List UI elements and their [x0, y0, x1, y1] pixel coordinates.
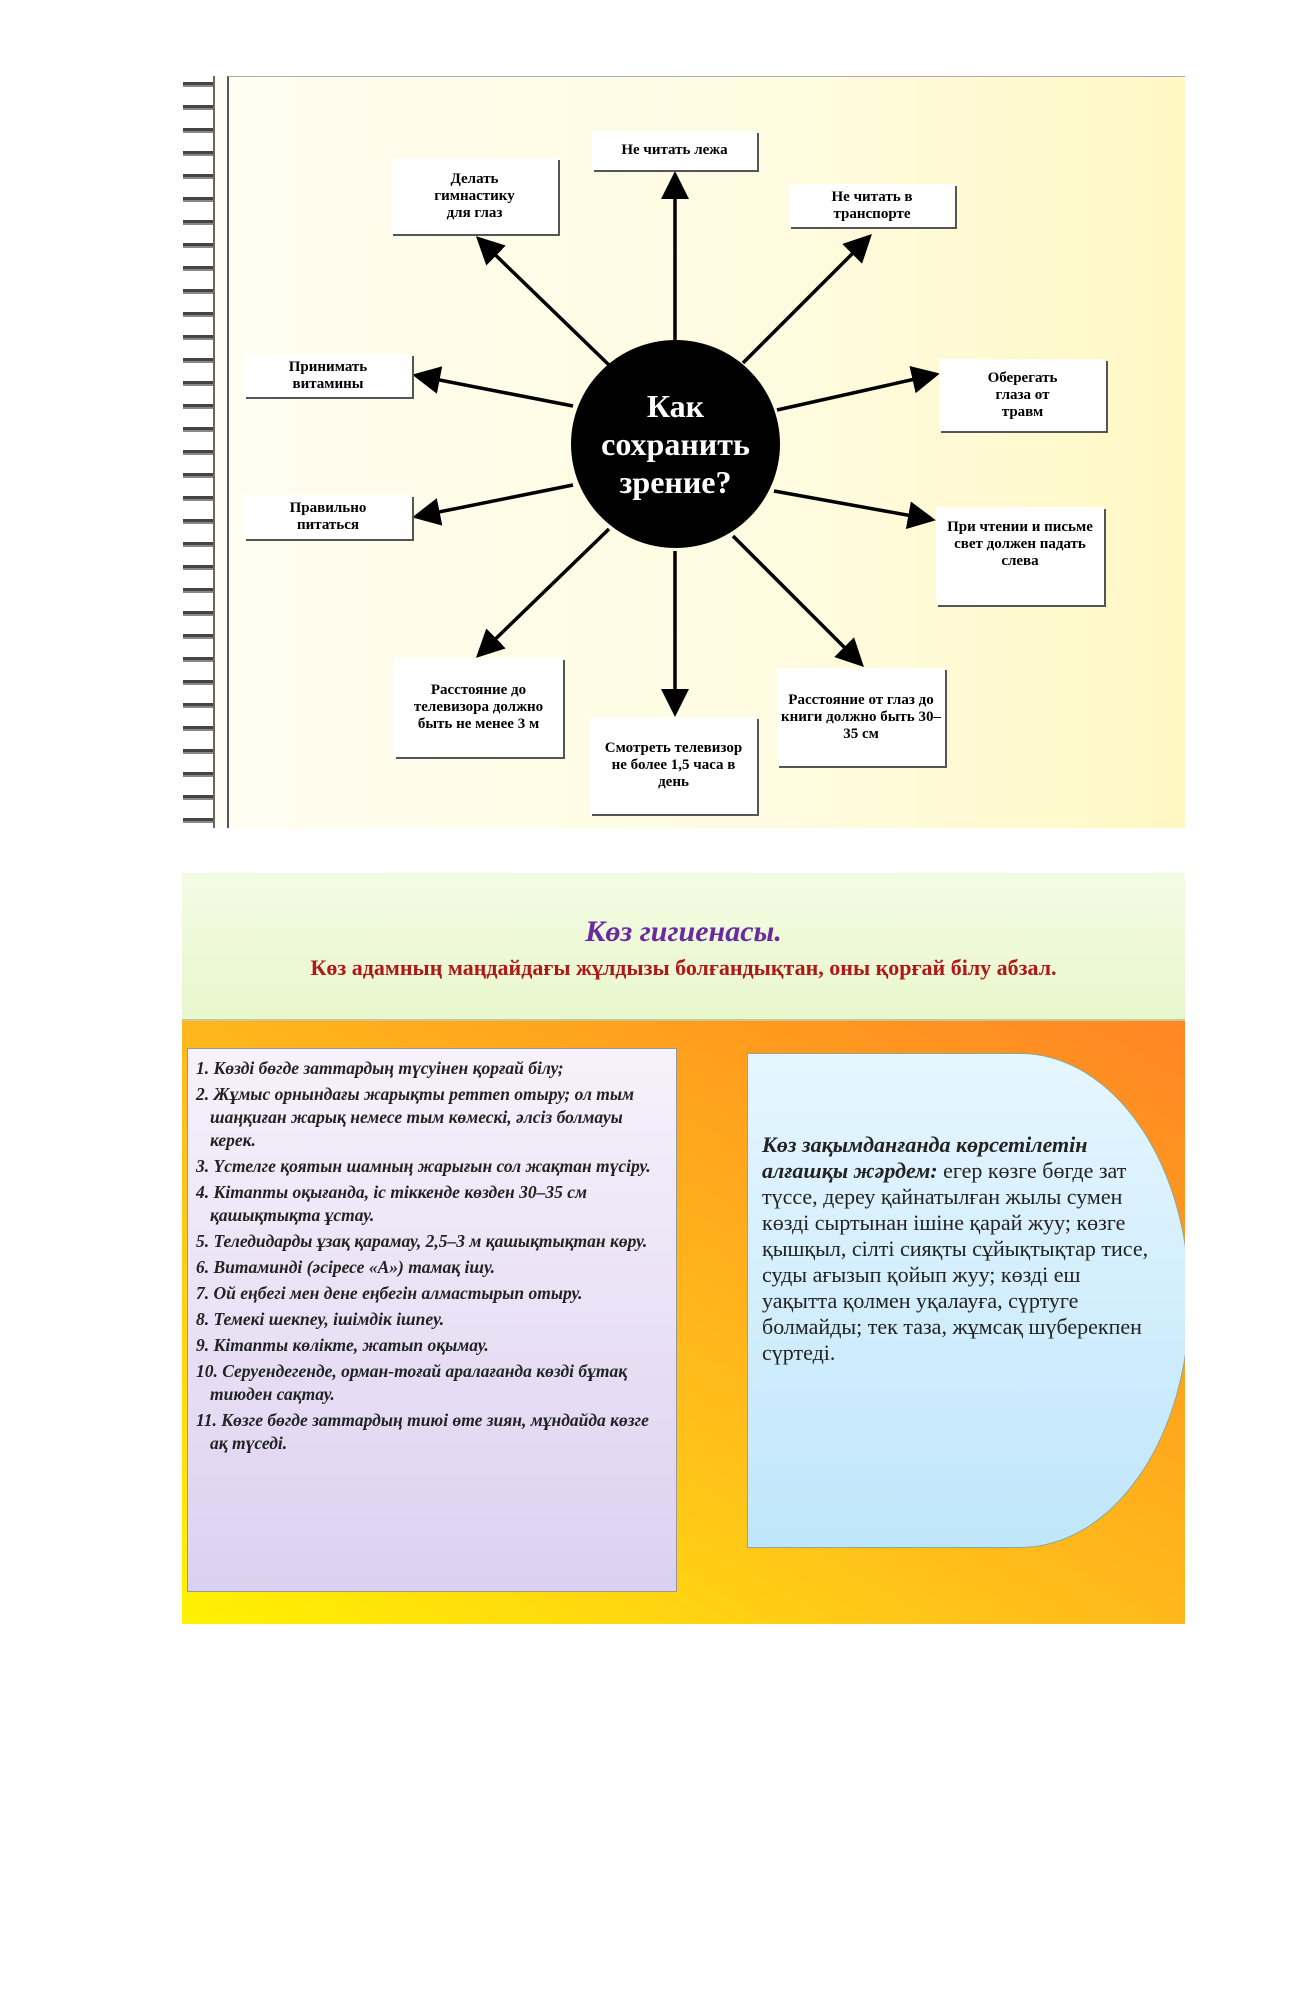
spiral-binding [183, 76, 215, 828]
arrow-up-right [741, 234, 872, 365]
first-aid-box: Көз зақымданғанда көрсетілетін алғашқы ж… [747, 1053, 1185, 1548]
arrows-diagram [412, 171, 940, 717]
list-item: 2. Жұмыс орнындағы жарықты реттеп отыру;… [196, 1084, 635, 1150]
box-eat-right: Правильно питаться [244, 495, 412, 539]
first-aid-heading: Көз зақымданғанда көрсетілетін алғашқы ж… [762, 1132, 1088, 1183]
hygiene-rules-box: 1. Көзді бөгде заттардың түсуінен қорғай… [187, 1048, 677, 1592]
box-no-reading-transport: Не читать в транспорте [789, 184, 955, 227]
slide-eye-care-diagram: Как сохранить зрение? Не читать лежа Дел… [183, 76, 1185, 828]
arrow-right-lower [773, 489, 936, 530]
box-no-reading-lying: Не читать лежа [592, 131, 757, 170]
list-item: 1. Көзді бөгде заттардың түсуінен қорғай… [196, 1058, 564, 1078]
box-tv-time: Смотреть телевизор не более 1,5 часа в д… [590, 717, 757, 814]
list-item: 8. Темекі шекпеу, ішімдік ішпеу. [196, 1309, 445, 1329]
slide-title: Көз гигиенасы. [585, 915, 782, 948]
slide-eye-hygiene: Көз гигиенасы. Көз адамның маңдайдағы жұ… [182, 873, 1185, 1624]
box-vitamins: Принимать витамины [244, 354, 412, 397]
slide-subtitle: Көз адамның маңдайдағы жұлдызы болғандық… [310, 955, 1057, 980]
arrow-down-right [731, 534, 864, 667]
center-question: Как сохранить зрение? [571, 340, 780, 548]
list-item: 10. Серуендегенде, орман-тоғай аралағанд… [196, 1361, 628, 1404]
arrow-left-lower [412, 483, 574, 526]
box-protect-eyes: Оберегать глаза от травм [939, 359, 1106, 431]
first-aid-text: егер көзге бөгде зат түссе, дереу қайнат… [762, 1158, 1149, 1365]
arrow-up-left [475, 236, 611, 367]
arrow-left-upper [412, 366, 574, 408]
list-item: 6. Витаминді (әсіресе «А») тамақ ішу. [196, 1257, 496, 1277]
box-tv-distance: Расстояние до телевизора должно быть не … [394, 658, 563, 757]
list-item: 7. Ой еңбегі мен дене еңбегін алмастырып… [196, 1283, 583, 1303]
hygiene-rules-list: 1. Көзді бөгде заттардың түсуінен қорғай… [196, 1057, 668, 1455]
box-eye-gymnastics: Делать гимнастику для глаз [391, 158, 558, 234]
box-light-from-left: При чтении и письме свет должен падать с… [936, 507, 1104, 605]
arrow-right-upper [776, 365, 940, 412]
list-item: 4. Кітапты оқығанда, іс тіккенде көзден … [196, 1182, 587, 1225]
list-item: 9. Кітапты көлікте, жатып оқымау. [196, 1335, 489, 1355]
list-item: 11. Көзге бөгде заттардың тиюі өте зиян,… [196, 1410, 649, 1453]
slide-frame [227, 76, 1185, 828]
box-book-distance: Расстояние от глаз до книги должно быть … [777, 668, 945, 766]
list-item: 5. Теледидарды ұзақ қарамау, 2,5–3 м қаш… [196, 1231, 648, 1251]
slide-header [182, 873, 1185, 1021]
arrow-down-left [475, 527, 611, 658]
center-title: Как сохранить зрение? [601, 388, 750, 500]
list-item: 3. Үстелге қоятын шамның жарығын сол жақ… [196, 1156, 651, 1176]
